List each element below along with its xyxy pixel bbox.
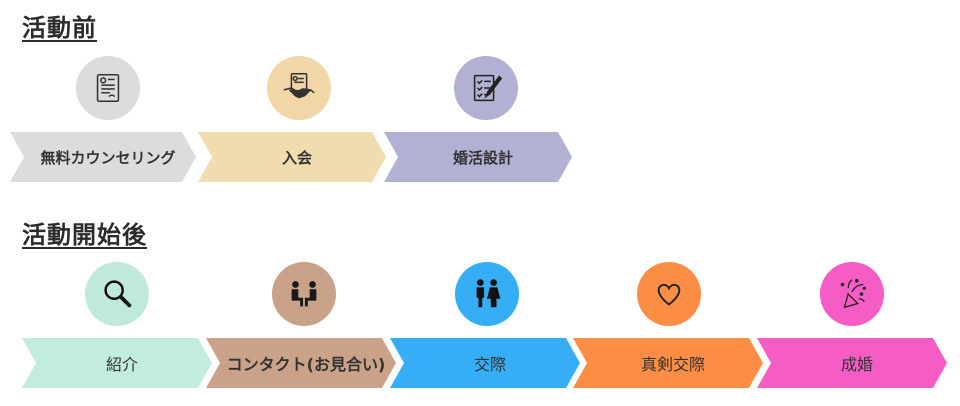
- step-introduction: 紹介: [22, 338, 212, 388]
- step-admission: 入会: [198, 132, 386, 182]
- section-title-before: 活動前: [22, 14, 97, 42]
- step-marriage: 成婚: [757, 338, 947, 388]
- heart-icon: [637, 262, 701, 326]
- step-contact-omiai: コンタクト(お見合い): [206, 338, 396, 388]
- magnifier-icon: [85, 262, 149, 326]
- step-free-counseling: 無料カウンセリング: [10, 132, 196, 182]
- step-label: 無料カウンセリング: [40, 148, 176, 167]
- step-konkatsu-plan: 婚活設計: [384, 132, 572, 182]
- handshake-contract-icon: [267, 56, 331, 120]
- party-popper-icon: [820, 262, 884, 326]
- step-label: 入会: [281, 148, 312, 167]
- step-label: 真剣交際: [640, 355, 705, 374]
- two-people-seated-icon: [272, 262, 336, 326]
- document-seal-icon: [76, 56, 140, 120]
- checklist-pen-icon: [454, 56, 518, 120]
- couple-icon: [455, 262, 519, 326]
- step-label: 婚活設計: [452, 148, 513, 167]
- step-dating: 交際: [390, 338, 580, 388]
- step-label: 紹介: [105, 355, 138, 374]
- step-label: 成婚: [840, 355, 873, 374]
- section-title-after: 活動開始後: [22, 221, 147, 249]
- step-label: 交際: [473, 355, 506, 374]
- step-serious-dating: 真剣交際: [573, 338, 763, 388]
- step-label: コンタクト(お見合い): [226, 355, 386, 374]
